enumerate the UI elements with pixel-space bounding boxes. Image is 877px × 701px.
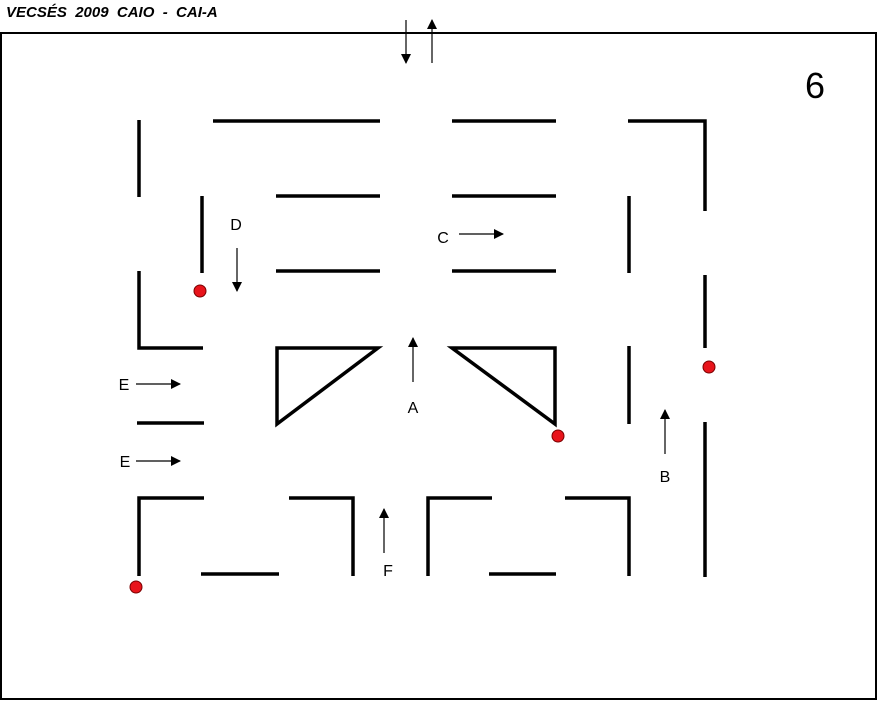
wall-corner xyxy=(137,271,203,350)
wall-corner xyxy=(289,496,355,576)
label-e-lower: E xyxy=(120,454,131,471)
page-title: VECSÉS 2009 CAIO - CAI-A xyxy=(6,4,218,21)
wall-corner xyxy=(137,496,204,576)
red-dot xyxy=(702,360,716,374)
label-b: B xyxy=(660,469,671,486)
label-f: F xyxy=(383,563,393,580)
triangle-obstacle-left xyxy=(275,346,384,428)
triangle-obstacle-right xyxy=(446,346,557,428)
entrance-arrows xyxy=(401,19,437,64)
red-dot xyxy=(129,580,143,594)
red-markers xyxy=(129,284,716,594)
label-e-upper: E xyxy=(119,377,130,394)
wall-corner xyxy=(565,496,631,576)
label-c: C xyxy=(437,230,449,247)
wall-corner xyxy=(426,496,492,576)
course-number: 6 xyxy=(805,65,825,106)
wall-corner xyxy=(628,119,707,211)
label-d: D xyxy=(230,217,242,234)
course-border xyxy=(0,32,877,700)
red-dot xyxy=(193,284,207,298)
red-dot xyxy=(551,429,565,443)
label-a: A xyxy=(408,400,419,417)
direction-arrows: D C A E E B F xyxy=(119,217,671,580)
maze-walls xyxy=(137,119,707,577)
